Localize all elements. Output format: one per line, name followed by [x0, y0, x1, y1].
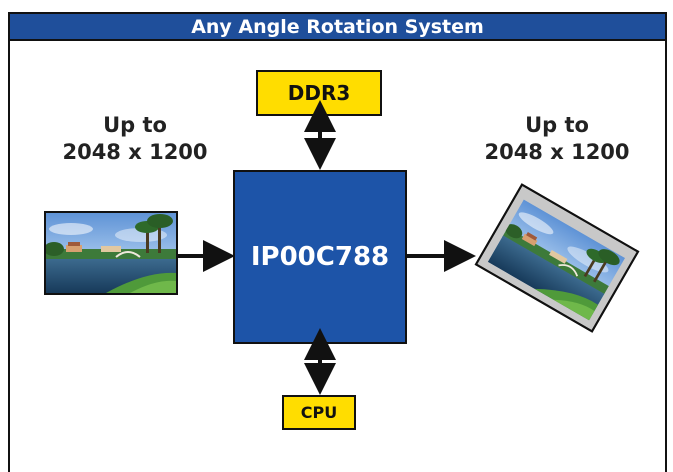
ddr3-block: DDR3 [256, 70, 382, 116]
cpu-block: CPU [282, 395, 356, 430]
landscape-photo-icon [46, 213, 176, 293]
input-image [44, 211, 178, 295]
rotation-system-diagram: Any Angle Rotation System Up to 2048 x 1… [8, 12, 667, 472]
diagram-graphics [44, 100, 640, 395]
input-resolution-label: Up to 2048 x 1200 [62, 113, 208, 164]
output-image [474, 183, 640, 333]
output-resolution-label: Up to 2048 x 1200 [484, 113, 630, 164]
diagram-title: Any Angle Rotation System [8, 12, 667, 41]
processor-block: IP00C788 [233, 170, 407, 344]
